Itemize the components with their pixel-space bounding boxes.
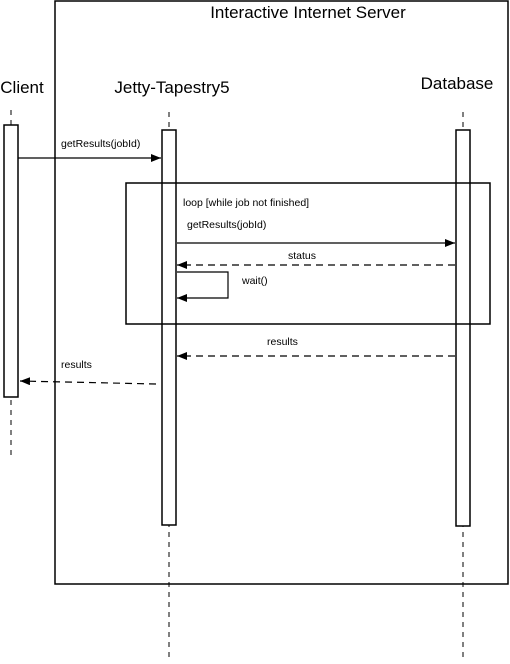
msg-results-client-label: results bbox=[61, 359, 92, 371]
lifeline-jetty-label: Jetty-Tapestry5 bbox=[114, 78, 229, 97]
msg-wait-label: wait() bbox=[241, 275, 268, 287]
msg-results-db-label: results bbox=[267, 336, 298, 348]
msg-results-client bbox=[19, 377, 157, 386]
loop-fragment-label: loop [while job not finished] bbox=[183, 197, 309, 209]
msg-get-results-client-label: getResults(jobId) bbox=[61, 138, 140, 150]
lifeline-client-label: Client bbox=[0, 78, 44, 97]
server-title: Interactive Internet Server bbox=[210, 3, 406, 22]
lifeline-database-label: Database bbox=[421, 74, 494, 93]
activation-jetty bbox=[161, 129, 177, 526]
msg-status-label: status bbox=[288, 250, 316, 262]
msg-wait bbox=[177, 271, 229, 302]
server-boundary bbox=[54, 0, 509, 585]
loop-fragment bbox=[125, 182, 491, 325]
activation-database bbox=[455, 129, 471, 527]
activation-client bbox=[3, 124, 19, 398]
msg-get-results-db-label: getResults(jobId) bbox=[187, 219, 266, 231]
